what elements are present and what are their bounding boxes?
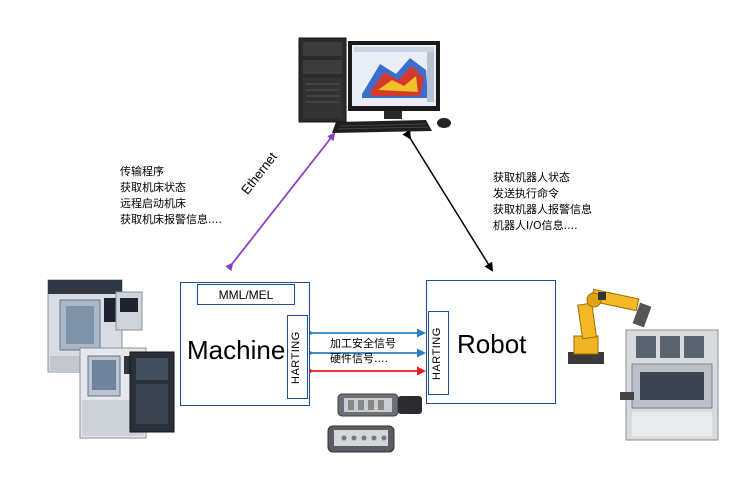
machine-function-item: 远程启动机床 — [120, 197, 186, 210]
signal-label: 加工安全信号 — [330, 337, 396, 350]
robot-link-arrow — [402, 129, 494, 272]
robot-harting-box: HARTING — [428, 311, 449, 395]
robot-function-item: 发送执行命令 — [493, 187, 559, 200]
machine-box: MML/MEL Machine HARTING — [180, 282, 310, 406]
robot-harting-label: HARTING — [431, 327, 443, 381]
robot-title: Robot — [457, 329, 527, 359]
machine-harting-box: HARTING — [287, 315, 308, 399]
robot-function-item: 获取机器人状态 — [493, 171, 570, 184]
machine-function-item: 传输程序 — [120, 165, 164, 178]
robot-box: HARTING Robot — [426, 280, 556, 404]
robot-functions-list: 获取机器人状态 发送执行命令 获取机器人报警信息 机器人I/O信息.... — [493, 170, 592, 234]
robot-function-item: 机器人I/O信息.... — [493, 219, 578, 232]
signal-labels: 加工安全信号 硬件信号.... — [330, 336, 396, 366]
machine-title: Machine — [187, 335, 286, 365]
machine-function-item: 获取机床报警信息.... — [120, 213, 222, 226]
signal-label: 硬件信号.... — [330, 352, 388, 365]
robot-function-item: 获取机器人报警信息 — [493, 203, 592, 216]
machine-function-item: 获取机床状态 — [120, 181, 186, 194]
machine-harting-label: HARTING — [290, 331, 302, 385]
mml-mel-label: MML/MEL — [218, 288, 274, 302]
ethernet-arrow — [225, 132, 336, 272]
mml-mel-box: MML/MEL — [197, 284, 295, 305]
machine-functions-list: 传输程序 获取机床状态 远程启动机床 获取机床报警信息.... — [120, 164, 222, 228]
